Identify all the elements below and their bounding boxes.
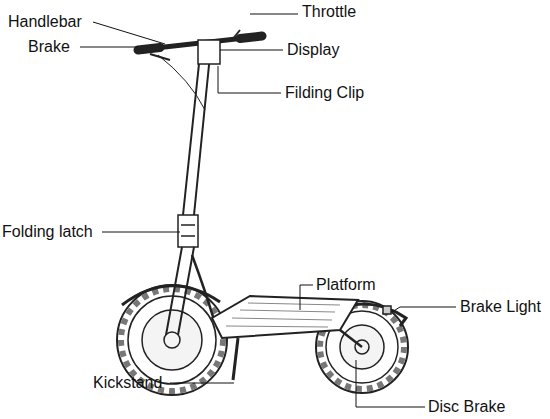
part-label: Handlebar [8,13,82,31]
leader-line [300,285,313,310]
frame-neck [192,255,214,320]
folding-latch-body [178,215,198,247]
disc-brake-rotor [340,325,384,369]
stem-left [183,45,201,215]
rear-arm [340,330,362,347]
leader-line [250,14,298,15]
part-label: Brake [28,38,70,56]
throttle-lever [232,30,240,40]
scooter-drawing [117,30,408,395]
brake-light [383,306,391,314]
right-grip [240,36,262,39]
kickstand [233,338,238,380]
grip-line [226,326,328,327]
stem-right [194,45,211,215]
deck [212,296,358,338]
deck-grip [226,303,340,327]
part-label: Filding Clip [285,84,364,102]
part-label: Brake Light [460,298,541,316]
leader-line [93,22,165,44]
part-label: Platform [316,276,376,294]
leader-line [102,232,180,233]
leader-line [220,50,283,51]
grip-line [232,318,332,320]
front-hub [142,310,202,370]
latch-detail [181,235,195,237]
part-label: Folding latch [2,223,93,241]
grip-line [240,310,335,312]
front-fork [166,247,194,335]
front-rim [128,296,216,384]
left-grip [138,48,160,51]
leader-line [356,360,425,407]
display-unit [198,40,220,64]
grip-line [248,303,340,305]
leader-line [80,47,138,48]
part-label: Display [287,41,339,59]
brake-cable [158,55,205,110]
leader-lines [80,14,456,407]
latch-detail [181,224,195,226]
part-label: Kickstand [93,374,162,392]
leader-line [170,383,234,384]
part-label: Throttle [302,3,356,21]
leader-line [218,66,281,93]
leader-line [392,307,456,312]
part-label: Disc Brake [428,398,505,416]
